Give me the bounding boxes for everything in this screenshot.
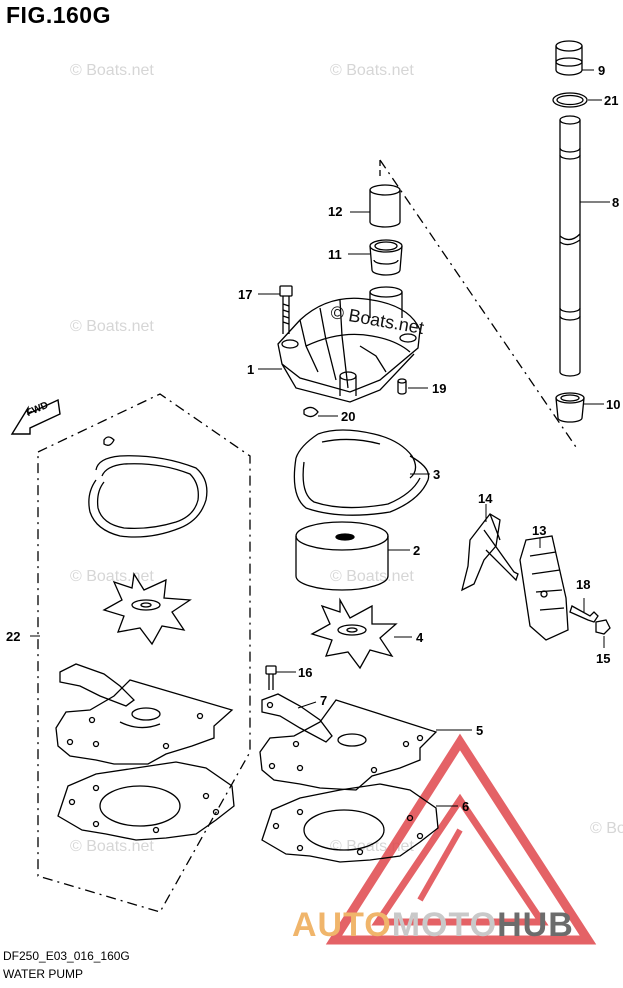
watermark: © Boats.net (70, 318, 154, 335)
brand-part-1: AUTO (292, 906, 392, 944)
callout-5[interactable]: 5 (476, 723, 484, 738)
part-19-pin (397, 378, 407, 395)
kit-lower-gasket (57, 761, 235, 841)
part-20-key (303, 406, 319, 418)
watermark: © Boats.net (330, 568, 414, 585)
callout-9[interactable]: 9 (598, 63, 606, 78)
watermark: © Boats.net (70, 62, 154, 79)
part-14-bracket (461, 513, 519, 592)
callout-17[interactable]: 17 (238, 287, 253, 302)
part-1-pump-case (277, 286, 421, 403)
brand-part-3: HUB (497, 906, 574, 944)
part-6-gasket (261, 783, 439, 863)
part-21-oring (552, 92, 588, 108)
part-17-bolt (279, 285, 293, 334)
callout-8[interactable]: 8 (612, 195, 620, 210)
watermark: © Boats.net (70, 838, 154, 855)
brand-wordmark: AUTOMOTOHUB (292, 906, 574, 945)
callout-7[interactable]: 7 (320, 693, 328, 708)
callout-2[interactable]: 2 (413, 543, 421, 558)
callout-11[interactable]: 11 (328, 247, 342, 262)
brand-part-2: MOTO (391, 906, 498, 944)
part-18-screw (569, 605, 599, 623)
part-4-impeller (310, 597, 398, 670)
part-15-nut (595, 619, 611, 635)
callout-15[interactable]: 15 (596, 651, 611, 666)
callout-18[interactable]: 18 (576, 577, 591, 592)
callout-14[interactable]: 14 (478, 491, 493, 506)
figure-title: FIG.160G (6, 2, 111, 28)
part-12-sleeve (369, 184, 401, 228)
callout-6[interactable]: 6 (462, 799, 470, 814)
watermark: © Boats.net (590, 820, 623, 837)
part-8-water-tube (559, 115, 581, 377)
group-line-shaft (379, 159, 579, 451)
callout-13[interactable]: 13 (532, 523, 547, 538)
callout-20[interactable]: 20 (341, 409, 356, 424)
callout-22[interactable]: 22 (6, 629, 21, 644)
callout-21[interactable]: 21 (604, 93, 619, 108)
figure-code: DF250_E03_016_160G (3, 949, 130, 963)
part-3-gasket (293, 429, 430, 516)
callout-4[interactable]: 4 (416, 630, 424, 645)
callout-12[interactable]: 12 (328, 204, 343, 219)
part-7-plate (261, 693, 333, 743)
part-13-cover (519, 535, 569, 641)
callout-16[interactable]: 16 (298, 665, 313, 680)
part-10-grommet (555, 392, 585, 423)
part-11-bushing (369, 239, 403, 276)
figure-name: WATER PUMP (3, 967, 83, 981)
part-9-bushing (555, 40, 583, 76)
kit-gasket (88, 436, 208, 538)
callout-10[interactable]: 10 (606, 397, 621, 412)
kit-impeller (102, 572, 192, 646)
part-2-liner (295, 521, 389, 591)
fwd-arrow (10, 398, 61, 435)
kit-plate (55, 663, 234, 765)
part-16-bolt (265, 665, 277, 690)
part-5-gasket-plate (259, 699, 438, 791)
group-line-kit (37, 393, 251, 913)
callout-1[interactable]: 1 (247, 362, 255, 377)
watermark: © Boats.net (330, 62, 414, 79)
callout-19[interactable]: 19 (432, 381, 447, 396)
callout-3[interactable]: 3 (433, 467, 441, 482)
brand-triangle-logo (325, 733, 597, 945)
leader-lines (30, 69, 610, 807)
